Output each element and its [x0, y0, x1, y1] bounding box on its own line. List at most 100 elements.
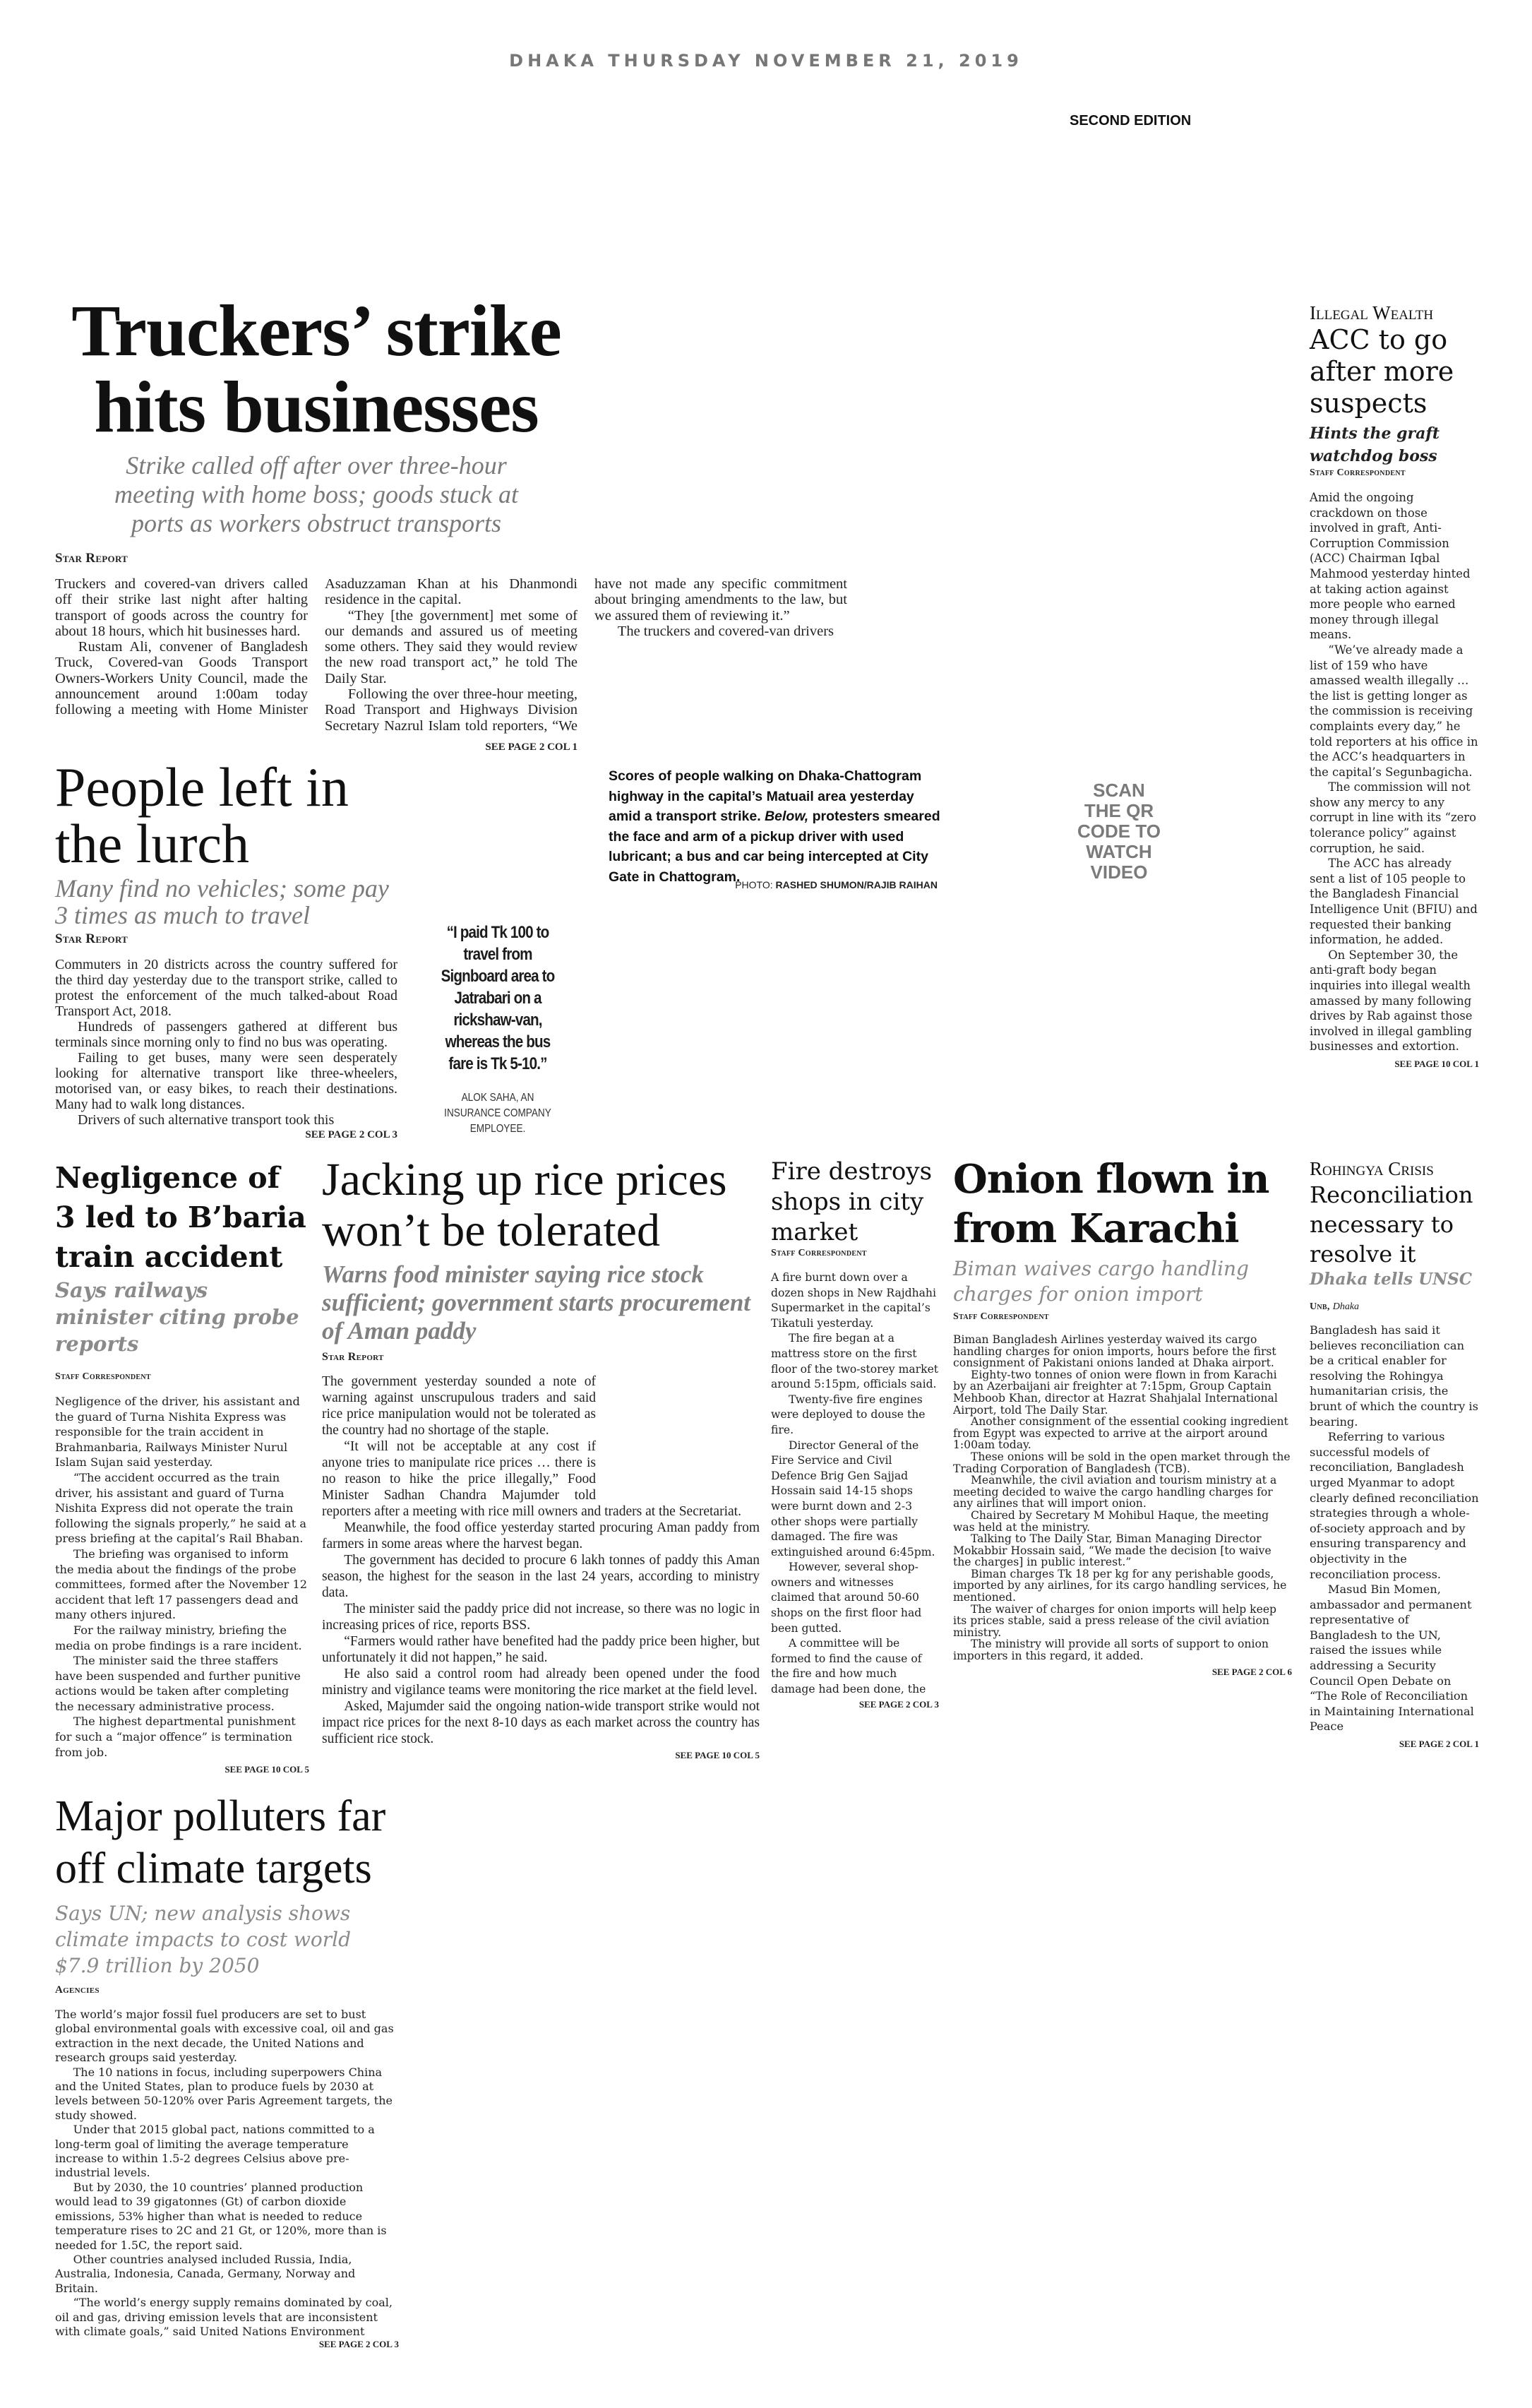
- article-body: Biman Bangladesh Airlines yesterday waiv…: [953, 1334, 1292, 1662]
- paragraph: The ACC has already sent a list of 105 p…: [1310, 857, 1478, 947]
- headline[interactable]: Negligence of 3 led to B’baria train acc…: [55, 1161, 306, 1274]
- headline-line: the lurch: [55, 813, 250, 874]
- paragraph: On September 30, the anti-graft body beg…: [1310, 948, 1473, 1054]
- kicker: Illegal Wealth: [1310, 302, 1434, 323]
- paragraph: The fire began at a mattress store on th…: [771, 1332, 939, 1391]
- byline: Staff Correspondent: [1310, 467, 1406, 478]
- paragraph: Commuters in 20 districts across the cou…: [55, 957, 397, 1019]
- headline[interactable]: Fire destroys shops in city market: [771, 1157, 933, 1246]
- article-body: Commuters in 20 districts across the cou…: [55, 957, 397, 1128]
- headline[interactable]: Truckers’ strike hits businesses: [55, 293, 578, 446]
- headline[interactable]: ACC to go after more suspects: [1310, 324, 1454, 419]
- headline[interactable]: People left in the lurch: [55, 759, 397, 872]
- jump-link[interactable]: SEE PAGE 2 COL 1: [485, 741, 578, 753]
- article-body: Amid the ongoing crackdown on those invo…: [1310, 490, 1479, 1054]
- paragraph: Meanwhile, the civil aviation and touris…: [953, 1474, 1277, 1510]
- headline[interactable]: Reconciliation necessary to resolve it: [1310, 1181, 1473, 1268]
- byline-agency: Unb,: [1310, 1301, 1330, 1312]
- story-rice-prices: Jacking up rice prices won’t be tolerate…: [322, 1155, 760, 1761]
- paragraph: Biman Bangladesh Airlines yesterday waiv…: [953, 1333, 1276, 1370]
- headline-line: hits businesses: [94, 366, 539, 448]
- jump-link[interactable]: SEE PAGE 10 COL 5: [675, 1750, 760, 1760]
- paragraph: “It will not be acceptable at any cost i…: [322, 1439, 741, 1519]
- paragraph: The minister said the paddy price did no…: [322, 1602, 760, 1633]
- paragraph: “The world’s energy supply remains domin…: [55, 2296, 393, 2338]
- caption-text: protesters smeared the face and arm of a…: [609, 809, 940, 885]
- paragraph: The ministry will provide all sorts of s…: [953, 1638, 1269, 1663]
- headline[interactable]: Major polluters far off climate targets: [55, 1790, 399, 1895]
- paragraph: Another consignment of the essential coo…: [953, 1415, 1288, 1452]
- jump-link[interactable]: SEE PAGE 10 COL 1: [1394, 1058, 1479, 1069]
- byline-place: Dhaka: [1332, 1301, 1360, 1312]
- paragraph: The 10 nations in focus, including super…: [55, 2065, 393, 2122]
- subhead: Many find no vehicles; some pay 3 times …: [55, 874, 389, 929]
- paragraph: Talking to The Daily Star, Biman Managin…: [953, 1532, 1271, 1569]
- jump-link[interactable]: SEE PAGE 2 COL 6: [1211, 1666, 1292, 1677]
- article-body: Truckers and covered-van drivers called …: [55, 576, 847, 737]
- article-body: The government yesterday sounded a note …: [322, 1373, 760, 1747]
- subhead: Says UN; new analysis shows climate impa…: [55, 1902, 352, 1977]
- headline-line: Truckers’ strike: [71, 290, 562, 371]
- jump-link[interactable]: SEE PAGE 10 COL 5: [225, 1764, 309, 1775]
- paragraph: Other countries analysed included Russia…: [55, 2252, 356, 2295]
- story-onion-karachi: Onion flown in from Karachi Biman waives…: [953, 1155, 1292, 1678]
- subhead: Warns food minister saying rice stock su…: [322, 1260, 751, 1345]
- qr-prompt[interactable]: SCAN THE QR CODE TO WATCH VIDEO: [1077, 780, 1161, 883]
- paragraph: Masud Bin Momen, ambassador and permanen…: [1310, 1583, 1474, 1734]
- story-acc-suspects: Illegal Wealth ACC to go after more susp…: [1310, 302, 1479, 1070]
- paragraph: However, several shop-owners and witness…: [771, 1561, 922, 1635]
- kicker: Rohingya Crisis: [1310, 1158, 1434, 1179]
- paragraph: “They [the government] met some of our d…: [325, 607, 578, 686]
- paragraph: Drivers of such alternative transport to…: [78, 1112, 335, 1128]
- credit-names: RASHED SHUMON/RAJIB RAIHAN: [775, 879, 938, 890]
- headline[interactable]: Onion flown in from Karachi: [953, 1156, 1269, 1252]
- headline-line: off climate targets: [55, 1844, 372, 1893]
- paragraph: A committee will be formed to find the c…: [771, 1637, 926, 1696]
- paragraph: These onions will be sold in the open ma…: [953, 1450, 1291, 1475]
- paragraph: Chaired by Secretary M Mohibul Haque, th…: [953, 1508, 1269, 1534]
- paragraph: Hundreds of passengers gathered at diffe…: [55, 1019, 397, 1050]
- paragraph: The truckers and covered-van drivers: [617, 623, 834, 639]
- caption-text: Scores of people walking on Dhaka-Chatto…: [609, 768, 922, 824]
- byline: Star Report: [55, 931, 128, 946]
- photo-caption: Scores of people walking on Dhaka-Chatto…: [609, 766, 940, 887]
- paragraph: Asked, Majumder said the ongoing nation-…: [322, 1699, 760, 1746]
- paragraph: “The accident occurred as the train driv…: [55, 1470, 307, 1546]
- byline: Staff Correspondent: [55, 1371, 151, 1382]
- edition-label: SECOND EDITION: [1070, 113, 1192, 129]
- paragraph: The briefing was organised to inform the…: [55, 1546, 308, 1622]
- headline[interactable]: Jacking up rice prices won’t be tolerate…: [322, 1154, 727, 1256]
- credit-label: PHOTO:: [735, 879, 776, 890]
- paragraph: Under that 2015 global pact, nations com…: [55, 2123, 375, 2180]
- paragraph: “Farmers would rather have benefited had…: [322, 1634, 760, 1665]
- jump-link[interactable]: SEE PAGE 2 COL 1: [1399, 1739, 1479, 1750]
- paragraph: Amid the ongoing crackdown on those invo…: [1310, 491, 1471, 642]
- byline: Staff Correspondent: [953, 1311, 1049, 1322]
- paragraph: He also said a control room had already …: [322, 1667, 760, 1698]
- paragraph: Eighty-two tonnes of onion were flown in…: [953, 1368, 1278, 1417]
- byline: Star Report: [322, 1351, 384, 1363]
- subhead: Dhaka tells UNSC: [1310, 1270, 1473, 1289]
- jump-link[interactable]: SEE PAGE 2 COL 3: [305, 1129, 397, 1140]
- story-fire-market: Fire destroys shops in city market Staff…: [771, 1157, 939, 1710]
- jump-link[interactable]: SEE PAGE 2 COL 3: [858, 1698, 939, 1710]
- quote-attribution: ALOK SAHA, AN INSURANCE COMPANY EMPLOYEE…: [444, 1092, 551, 1135]
- story-people-left-in-lurch: People left in the lurch Many find no ve…: [55, 759, 397, 1141]
- paragraph: Bangladesh has said it believes reconcil…: [1310, 1323, 1478, 1429]
- jump-link[interactable]: SEE PAGE 2 COL 3: [318, 2339, 399, 2350]
- paragraph: Biman charges Tk 18 per kg for any peris…: [953, 1567, 1287, 1604]
- article-body: A fire burnt down over a dozen shops in …: [771, 1270, 939, 1698]
- paragraph: The highest departmental punishment for …: [55, 1715, 296, 1759]
- article-body: Bangladesh has said it believes reconcil…: [1310, 1323, 1479, 1734]
- subhead: Strike called off after over three-hour …: [114, 451, 518, 537]
- headline-line: Major polluters far: [55, 1792, 386, 1840]
- subhead: Biman waives cargo handling charges for …: [953, 1257, 1249, 1306]
- story-climate-polluters: Major polluters far off climate targets …: [55, 1790, 399, 2350]
- paragraph: The world’s major fossil fuel producers …: [55, 2008, 394, 2065]
- paragraph: Failing to get buses, many were seen des…: [55, 1050, 397, 1112]
- subhead: Hints the graft watchdog boss: [1310, 424, 1440, 465]
- dateline: DHAKA THURSDAY NOVEMBER 21, 2019: [509, 51, 1023, 71]
- story-rohingya-reconciliation: Rohingya Crisis Reconciliation necessary…: [1310, 1158, 1479, 1750]
- paragraph: Following the over three-hour meeting, R…: [325, 576, 847, 734]
- paragraph: The government has decided to procure 6 …: [322, 1553, 760, 1600]
